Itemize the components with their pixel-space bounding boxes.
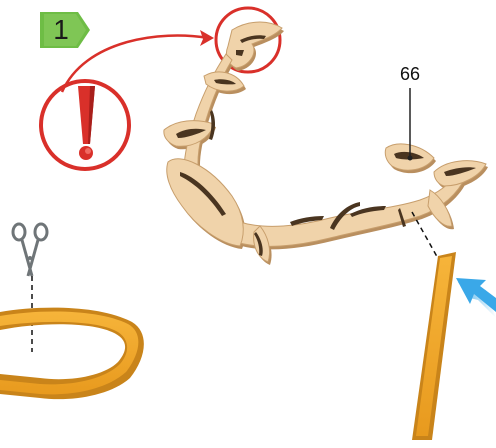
blue-arrow-icon bbox=[456, 278, 496, 318]
part-number-label: 66 bbox=[392, 64, 428, 85]
scissors-icon bbox=[13, 224, 47, 276]
wooden-vine-part bbox=[164, 22, 488, 265]
orange-strip-loop bbox=[0, 308, 144, 400]
step-number: 1 bbox=[40, 10, 82, 50]
exclamation-icon bbox=[41, 81, 129, 169]
orange-strip-vertical bbox=[412, 252, 456, 440]
